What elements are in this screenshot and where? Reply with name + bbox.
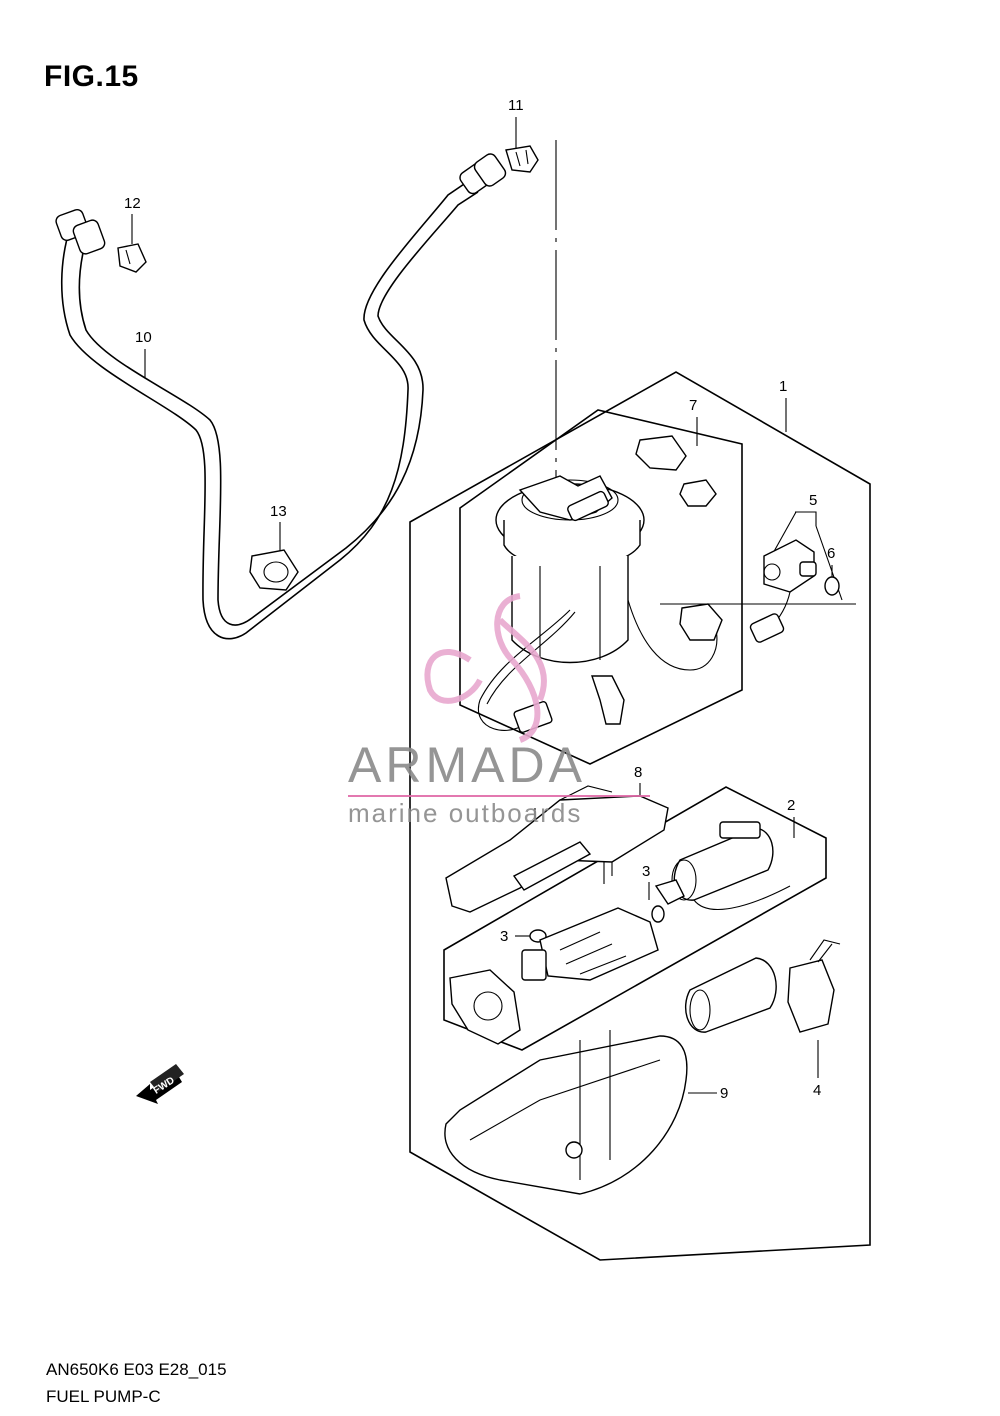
subassembly-frame-7 xyxy=(459,409,743,765)
pump-motor-2 xyxy=(654,821,791,910)
bracket-8 xyxy=(445,785,669,913)
figure-code: AN650K6 E03 E28_015 xyxy=(46,1360,227,1379)
callout-13: 13 xyxy=(270,503,287,520)
callout-2: 2 xyxy=(787,797,795,814)
lower-cover-9 xyxy=(444,1030,688,1195)
callout-4: 4 xyxy=(813,1082,821,1099)
sender-4 xyxy=(685,939,841,1033)
assembly-frame-outline xyxy=(409,371,871,1261)
armada-logo xyxy=(424,593,547,743)
watermark-tagline: marine outboards xyxy=(348,798,582,828)
figure-title: FIG.15 xyxy=(44,60,139,93)
clip-11 xyxy=(505,145,539,173)
clip-13 xyxy=(249,549,299,591)
callout-6: 6 xyxy=(827,545,835,562)
subassembly-frame-2 xyxy=(443,786,827,1051)
o-ring-6 xyxy=(824,576,840,596)
callout-3a: 3 xyxy=(642,863,650,880)
clip-parts-7 xyxy=(635,435,723,641)
callout-1: 1 xyxy=(779,378,787,395)
leader-lines xyxy=(131,117,843,1094)
clip-12 xyxy=(117,243,147,273)
callout-8: 8 xyxy=(634,764,642,781)
figure-name: FUEL PUMP-C xyxy=(46,1387,161,1406)
callout-11: 11 xyxy=(508,97,524,114)
callout-7: 7 xyxy=(689,397,697,414)
callout-3b: 3 xyxy=(500,928,508,945)
pressure-regulator-5 xyxy=(749,539,817,643)
callout-12: 12 xyxy=(124,195,141,212)
callout-5: 5 xyxy=(809,492,817,509)
watermark-brand: ARMADA xyxy=(348,737,586,793)
callout-10: 10 xyxy=(135,329,152,346)
filter-strainer xyxy=(449,907,659,1045)
fuel-hose xyxy=(55,153,507,640)
callout-labels: 11 12 10 13 1 7 5 6 8 2 3 3 4 9 xyxy=(124,97,835,1102)
pump-flange xyxy=(477,475,718,734)
armada-watermark: ARMADA marine outboards xyxy=(348,593,650,828)
fwd-direction-arrow: FWD xyxy=(136,1064,184,1104)
callout-9: 9 xyxy=(720,1085,728,1102)
